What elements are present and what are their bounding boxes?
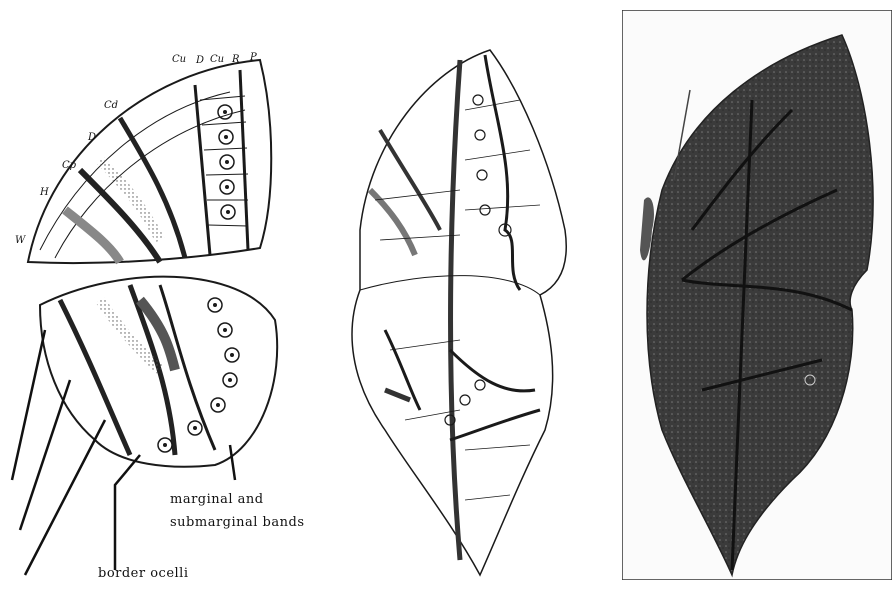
leaf-mimic-svg (622, 10, 892, 580)
submarginal-bands-label: submarginal bands (170, 515, 305, 530)
border-ocelli-label: border ocelli (98, 566, 189, 581)
leaf-mimic-butterfly-photo (622, 10, 892, 580)
vein-label: Cu (172, 54, 186, 65)
hindwing (40, 277, 277, 467)
vein-label: Cp (62, 160, 77, 171)
vein-label: W (15, 235, 26, 246)
vein-label: R (231, 54, 240, 65)
vein-label: Cd (104, 100, 118, 111)
vein-label: P (249, 52, 257, 63)
leaf-wing-outline-drawing (330, 0, 600, 585)
wing-pattern-diagram: Cu D Cu R P Cd D Cp H W marginal and sub… (0, 0, 330, 585)
vein-label: D (87, 132, 96, 143)
vein-label: Cu (210, 54, 224, 65)
wing-pattern-svg: Cu D Cu R P Cd D Cp H W (0, 0, 330, 585)
vein-label: D (195, 55, 204, 66)
pointer-lines (12, 330, 235, 575)
marginal-bands-label: marginal and (170, 492, 264, 507)
leaf-wing-svg (330, 0, 600, 585)
vein-label: H (39, 187, 49, 198)
